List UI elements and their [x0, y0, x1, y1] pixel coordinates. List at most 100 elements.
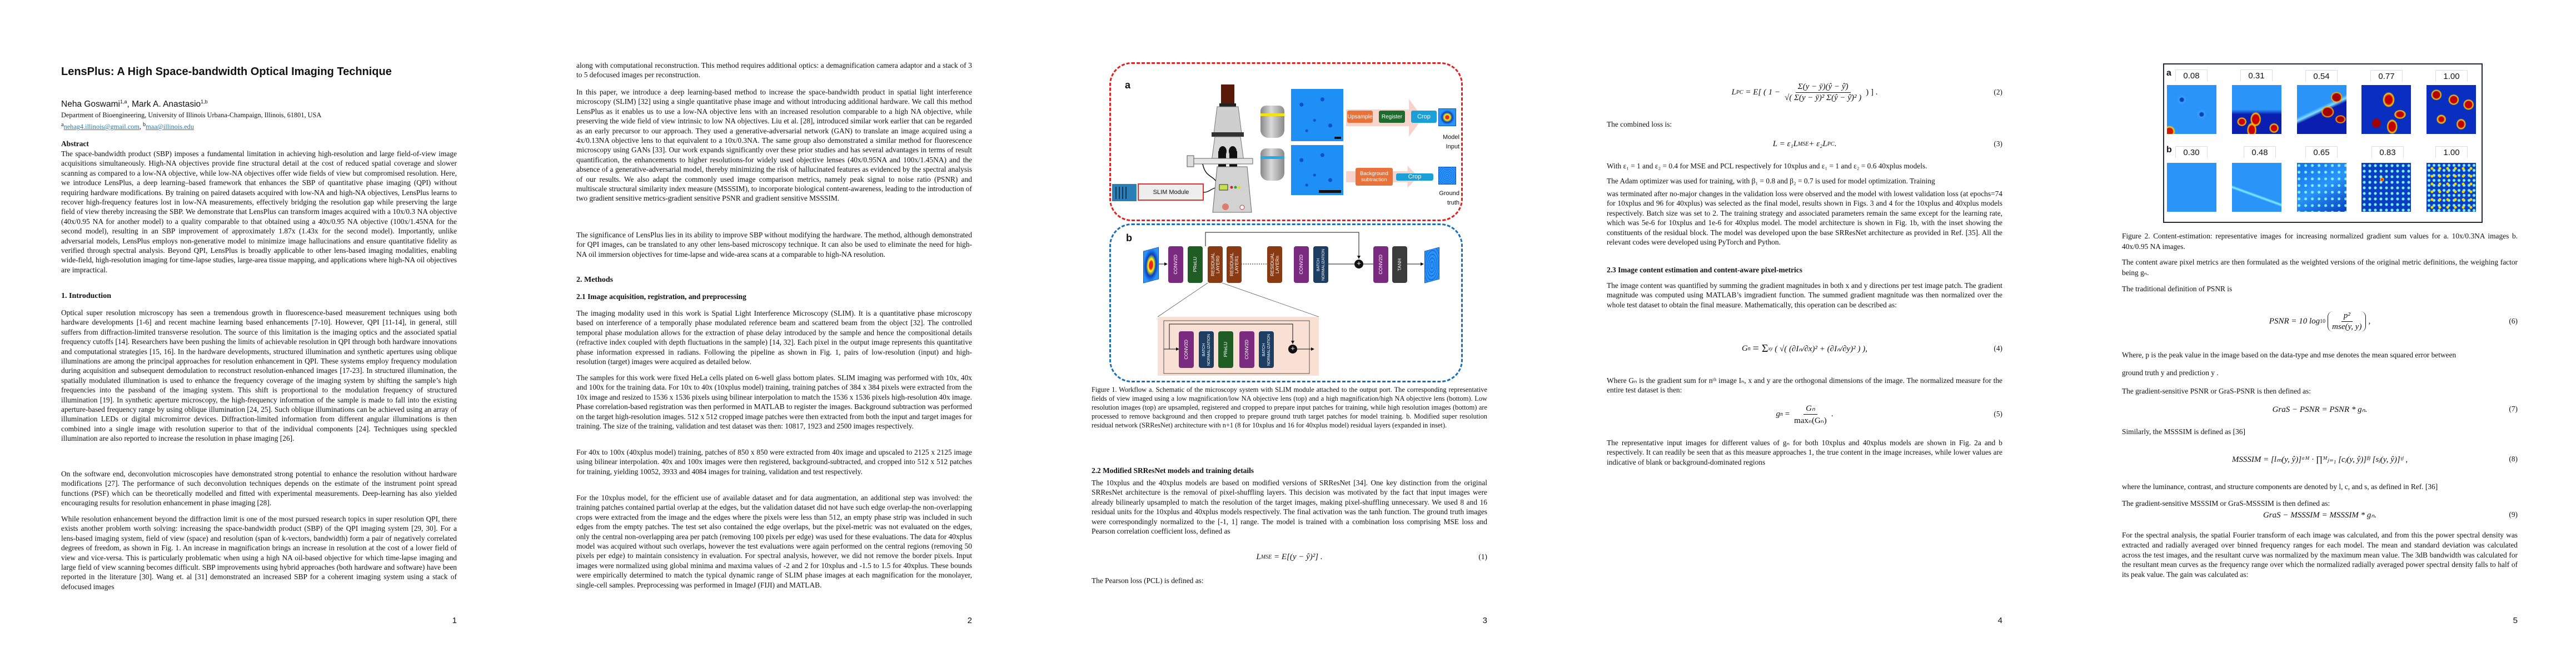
batch-normalization-block: BATCH NORMALIZATION — [1313, 246, 1328, 283]
content-image — [2426, 85, 2476, 134]
residual-layer-n-block: RESIDUAL LAYERn — [1267, 246, 1282, 283]
panel-b-label: b — [1126, 232, 1132, 243]
conv2d-block: CONV2D — [1294, 246, 1309, 283]
content-image — [2167, 163, 2216, 212]
model-input-thumbnail — [1438, 108, 1456, 126]
content-image — [2361, 163, 2411, 212]
author-name: , Mark A. Anastasio — [127, 99, 201, 109]
background-subtraction-step: Background subtraction — [1356, 168, 1393, 186]
email-separator: , — [139, 123, 143, 131]
content-image — [2167, 85, 2216, 134]
body-paragraph: was terminated after no-major changes in… — [1607, 190, 2002, 247]
page-1: LensPlus: A High Space-bandwidth Optical… — [0, 0, 515, 667]
residual-layer-0-block: RESIDUAL LAYER0 — [1208, 246, 1223, 283]
gradient-value-label: 0.83 — [2371, 146, 2404, 158]
ground-truth-label: Ground truth — [1439, 190, 1459, 206]
network-input-image — [1143, 247, 1159, 283]
high-resolution-field-image — [1291, 145, 1343, 195]
author-affiliation-mark: 1,b — [201, 99, 208, 104]
body-paragraph: The gradient-sensitive MSSSIM or GraS-MS… — [2122, 499, 2330, 507]
email-link-a[interactable]: nehag4.illinois@gmail.com — [63, 123, 139, 131]
intro-paragraph: While resolution enhancement beyond the … — [61, 515, 457, 591]
intro-paragraph: Optical super resolution microscopy has … — [61, 308, 457, 443]
gradient-value-label: 0.30 — [2175, 146, 2208, 158]
crop-step: Crop — [1396, 173, 1433, 181]
skip-connection-plus-icon: + — [1357, 259, 1361, 267]
body-paragraph: The gradient-sensitive PSNR or GraS-PSNR… — [2122, 387, 2311, 395]
equation-7: GraS − PSNR = PSNR * gₙ. (7) — [2272, 405, 2518, 414]
equation-9: GraS − MSSSIM = MSSSIM * gₙ. (9) — [2263, 510, 2518, 520]
upsample-step: Upsample — [1347, 111, 1373, 123]
body-paragraph: The representative input images for diff… — [1607, 439, 2002, 466]
page-number: 3 — [1482, 616, 1487, 625]
equation-8: MSSSIM = [lₘ(y, ŷ)]ᵅᴹ · ∏ᴹⱼ₌₁ [cⱼ(y, ŷ)]… — [2231, 455, 2518, 464]
body-paragraph: The Pearson loss (PCL) is defined as: — [1092, 576, 1204, 585]
body-paragraph: where the luminance, contrast, and struc… — [2122, 482, 2438, 491]
high-na-objective-icon — [1260, 148, 1284, 181]
abstract-text: The space-bandwidth product (SBP) impose… — [61, 150, 457, 274]
panel-a-label: a — [1125, 79, 1131, 91]
affiliation: Department of Bioengineering, University… — [61, 111, 322, 119]
body-paragraph: The content aware pixel metrics are then… — [2122, 258, 2518, 277]
panel-a-frame — [1109, 62, 1463, 221]
low-na-objective-icon — [1260, 106, 1284, 138]
gradient-value-label: 0.77 — [2370, 70, 2403, 82]
email-link-b[interactable]: maa@illinois.edu — [146, 123, 194, 131]
content-image — [2232, 163, 2281, 212]
section-2-2-heading: 2.2 Modified SRResNet models and trainin… — [1092, 466, 1254, 475]
equation-number: (8) — [2509, 455, 2518, 463]
low-resolution-field-image — [1291, 89, 1343, 141]
panel-b-frame — [1109, 223, 1463, 382]
body-paragraph: ground truth y and prediction y . — [2122, 369, 2219, 377]
body-paragraph: The combined loss is: — [1607, 120, 1672, 128]
content-image — [2426, 163, 2476, 212]
body-paragraph: The traditional definition of PSNR is — [2122, 285, 2233, 293]
email-mark: a — [61, 122, 64, 128]
body-paragraph: Similarly, the MSSSIM is defined as [36] — [2122, 427, 2245, 436]
email-line: anehag4.illinois@gmail.com, bmaa@illinoi… — [61, 120, 457, 132]
page-number: 4 — [1997, 616, 2002, 625]
email-mark: b — [143, 122, 146, 128]
residual-layer-1-block: RESIDUAL LAYER1 — [1227, 246, 1242, 283]
methods-heading: 2. Methods — [576, 276, 614, 284]
inset-conv2d-block: CONV2D — [1179, 331, 1194, 368]
equation-number: (5) — [1994, 410, 2002, 418]
ground-truth-thumbnail — [1438, 167, 1456, 185]
equation-number: (4) — [1994, 344, 2002, 352]
equation-number: (1) — [1478, 552, 1487, 561]
body-paragraph: The Adam optimizer was used for training… — [1607, 177, 1935, 185]
equation-number: (7) — [2509, 405, 2518, 413]
inset-batch-normalization-block: BATCH NORMALIZATION — [1199, 331, 1214, 368]
crop-step: Crop — [1411, 111, 1437, 123]
section-2-1-heading: 2.1 Image acquisition, registration, and… — [576, 292, 746, 301]
body-paragraph: For 40x to 100x (40xplus model) training… — [576, 448, 972, 476]
body-paragraph: For the spectral analysis, the spatial F… — [2122, 531, 2518, 579]
equation-number: (2) — [1994, 88, 2002, 96]
content-image — [2232, 85, 2281, 134]
gradient-value-label: 0.54 — [2305, 70, 2338, 82]
author-name: Neha Goswami — [61, 99, 120, 109]
microscope-illustration — [1112, 84, 1253, 213]
gradient-value-label: 0.08 — [2175, 69, 2208, 81]
body-paragraph: Where Gₙ is the gradient sum for nᵗʰ ima… — [1607, 376, 2002, 395]
body-paragraph: The samples for this work were fixed HeL… — [576, 374, 972, 431]
content-image — [2297, 163, 2346, 212]
figure-1-caption: Figure 1. Workflow a. Schematic of the m… — [1092, 386, 1487, 429]
row-a-label: a — [2166, 68, 2171, 78]
content-image — [2361, 85, 2411, 134]
residual-plus-icon: + — [1291, 344, 1295, 352]
content-image — [2297, 85, 2346, 134]
gradient-value-label: 0.48 — [2244, 146, 2276, 158]
model-input-label: Model Input — [1443, 134, 1459, 150]
inset-prelu-block: PReLU — [1218, 331, 1233, 368]
section-2-3-heading: 2.3 Image content estimation and content… — [1607, 266, 1802, 274]
body-paragraph: The imaging modality used in this work i… — [576, 309, 972, 366]
author-affiliation-mark: 1,a — [119, 99, 127, 104]
inset-batch-normalization-block: BATCH NORMALIZATION — [1259, 331, 1274, 368]
tanh-block: TANH — [1392, 246, 1407, 283]
